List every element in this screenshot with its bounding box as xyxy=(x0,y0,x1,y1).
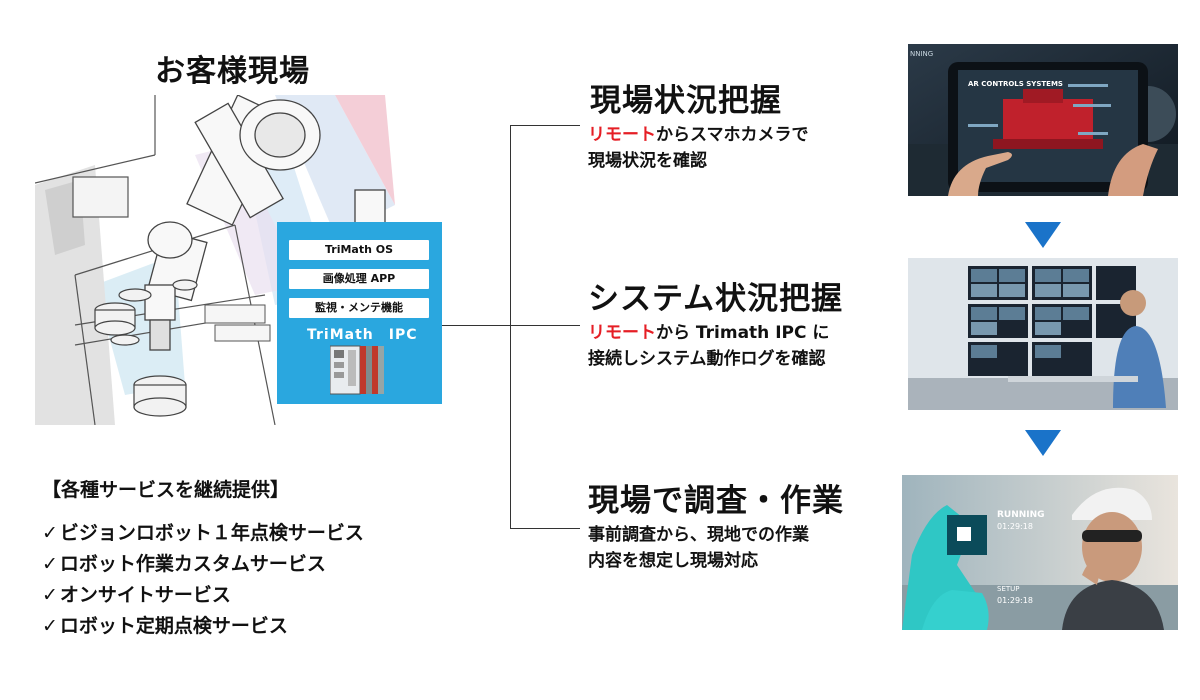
check-icon: ✓ xyxy=(42,553,58,575)
arrow-down-icon xyxy=(1025,222,1061,248)
connector-top xyxy=(510,125,580,126)
section-3-line1: 事前調査から、現地での作業 xyxy=(588,525,809,545)
trimath-ipc-panel: TriMath OS 画像処理 APP 監視・メンテ機能 TriMath IPC xyxy=(277,222,442,404)
section-3-title: 現場で調査・作業 xyxy=(588,483,844,519)
remote-text: リモート xyxy=(588,323,656,343)
ipc-chip-monitoring: 監視・メンテ機能 xyxy=(289,298,429,318)
connector-horizontal-main xyxy=(442,325,510,326)
site-title: お客様現場 xyxy=(155,54,310,89)
time-text-1: 01:29:18 xyxy=(997,522,1033,531)
field-work-photo: RUNNING 01:29:18 SETUP 01:29:18 xyxy=(902,475,1178,630)
connector-bottom xyxy=(510,528,580,529)
arrow-down-icon xyxy=(1025,430,1061,456)
monitoring-station-photo xyxy=(908,258,1178,410)
section-1-line2: 現場状況を確認 xyxy=(588,151,707,171)
section-2-line2: 接続しシステム動作ログを確認 xyxy=(588,349,826,369)
running-text: RUNNING xyxy=(997,510,1045,520)
service-item-label: オンサイトサービス xyxy=(59,584,231,606)
service-item: ✓ロボット作業カスタムサービス xyxy=(42,549,364,580)
ar-headline-text: AR CONTROLS SYSTEMS xyxy=(968,80,1063,88)
service-item: ✓ビジョンロボット１年点検サービス xyxy=(42,518,364,549)
section-1-line1: からスマホカメラで xyxy=(656,125,809,145)
connector-vertical xyxy=(510,125,511,529)
setup-text: SETUP xyxy=(997,585,1020,593)
ipc-chip-os: TriMath OS xyxy=(289,240,429,260)
ar-tablet-photo: AR CONTROLS SYSTEMS NNING xyxy=(908,44,1178,196)
section-3-line2: 内容を想定し現場対応 xyxy=(588,551,758,571)
check-icon: ✓ xyxy=(42,584,58,606)
check-icon: ✓ xyxy=(42,615,58,637)
ipc-chip-image-app: 画像処理 APP xyxy=(289,269,429,289)
services-list: ✓ビジョンロボット１年点検サービス ✓ロボット作業カスタムサービス ✓オンサイト… xyxy=(42,518,364,642)
service-item-label: ロボット定期点検サービス xyxy=(59,615,288,637)
ipc-device-icon xyxy=(330,345,384,395)
service-item: ✓ロボット定期点検サービス xyxy=(42,611,364,642)
connector-middle xyxy=(510,325,580,326)
check-icon: ✓ xyxy=(42,522,58,544)
service-item: ✓オンサイトサービス xyxy=(42,580,364,611)
section-3-description: 事前調査から、現地での作業 内容を想定し現場対応 xyxy=(588,522,809,574)
ipc-label: TriMath IPC xyxy=(307,327,418,343)
services-title: 【各種サービスを継続提供】 xyxy=(42,479,290,501)
remote-text: リモート xyxy=(588,125,656,145)
time-text-2: 01:29:18 xyxy=(997,596,1033,605)
ar-corner-text: NNING xyxy=(910,50,933,58)
section-1-title: 現場状況把握 xyxy=(590,83,782,119)
section-2-line1: から Trimath IPC に xyxy=(656,323,830,343)
service-item-label: ロボット作業カスタムサービス xyxy=(59,553,326,575)
section-2-description: リモートから Trimath IPC に 接続しシステム動作ログを確認 xyxy=(588,320,829,372)
section-1-description: リモートからスマホカメラで 現場状況を確認 xyxy=(588,122,809,174)
section-2-title: システム状況把握 xyxy=(588,281,844,317)
service-item-label: ビジョンロボット１年点検サービス xyxy=(59,522,364,544)
